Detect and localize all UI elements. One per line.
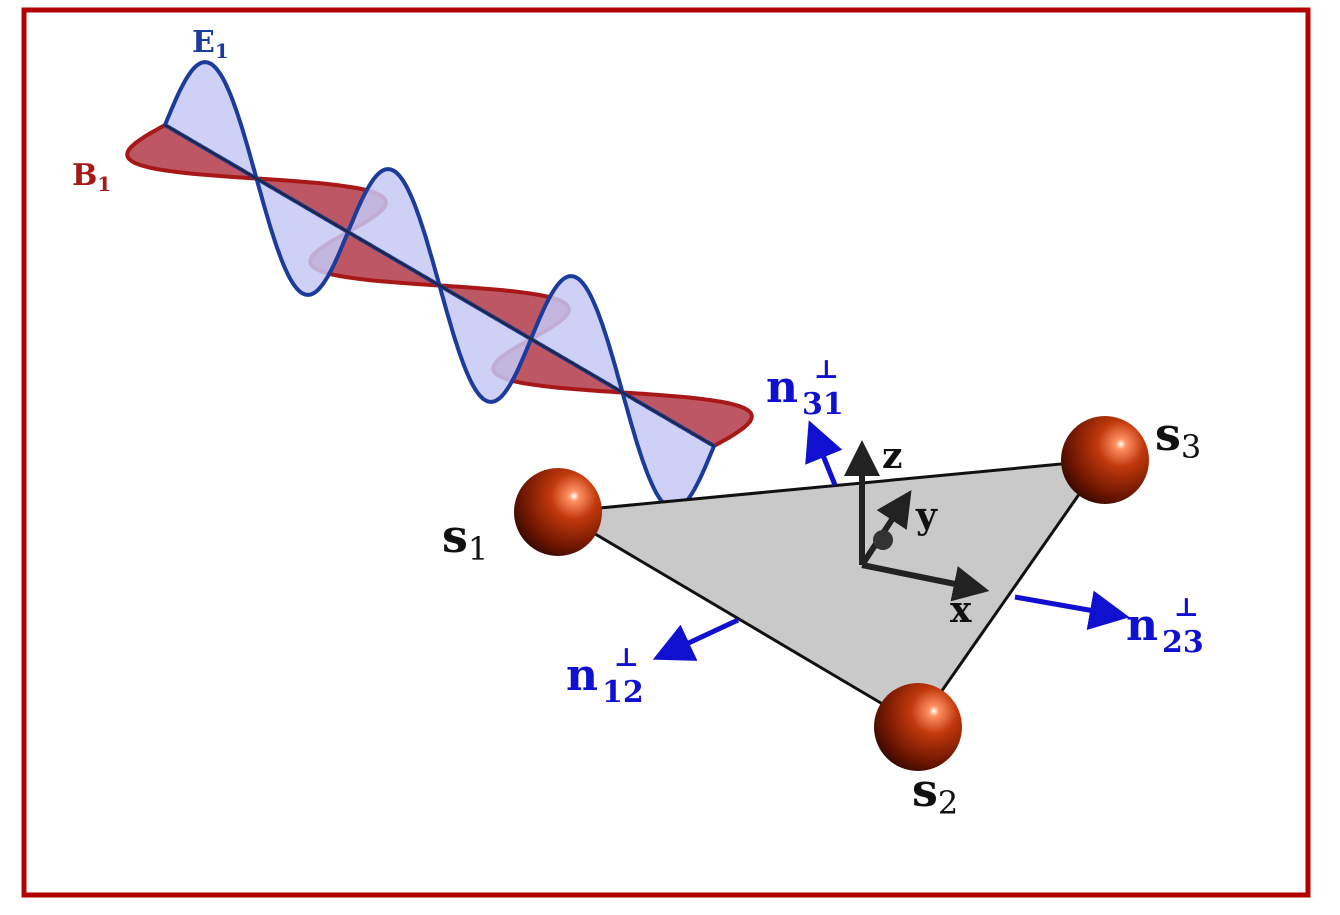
svg-text:⊥: ⊥: [614, 643, 639, 673]
normal-label-31: n ⊥ 31: [766, 355, 844, 422]
svg-text:23: 23: [1162, 625, 1204, 660]
b-field-label: B1: [72, 158, 111, 196]
site-label-1: s1: [442, 509, 488, 568]
site-sphere-3: [1061, 416, 1149, 504]
site-label-3: s3: [1155, 407, 1201, 466]
svg-text:n: n: [766, 362, 798, 413]
svg-text:⊥: ⊥: [814, 355, 839, 385]
normal-label-12: n ⊥ 12: [566, 643, 644, 710]
site-sphere-2: [874, 683, 962, 771]
svg-text:n: n: [566, 650, 598, 701]
svg-text:12: 12: [602, 675, 644, 710]
normal-label-23: n ⊥ 23: [1126, 593, 1204, 660]
site-label-2: s2: [912, 763, 958, 822]
svg-text:n: n: [1126, 600, 1158, 651]
normal-23-arrow: [1014, 590, 1130, 630]
propagation-axis: [164, 124, 715, 447]
x-axis-arrow: [861, 562, 990, 602]
triangle-plaquette: [553, 458, 1107, 727]
svg-text:⊥: ⊥: [1174, 593, 1199, 623]
z-axis-label: z: [882, 435, 902, 477]
y-axis-label: y: [915, 495, 938, 537]
svg-text:31: 31: [802, 387, 844, 422]
local-axes: [844, 440, 990, 602]
site-sphere-1: [514, 468, 602, 556]
e-field-label: E1: [192, 25, 229, 63]
frame-border: [21, 7, 1311, 898]
normal-12-arrow: [652, 617, 740, 661]
normal-31-arrow: [805, 420, 843, 486]
x-axis-label: x: [950, 589, 972, 631]
em-wave: [125, 60, 754, 511]
